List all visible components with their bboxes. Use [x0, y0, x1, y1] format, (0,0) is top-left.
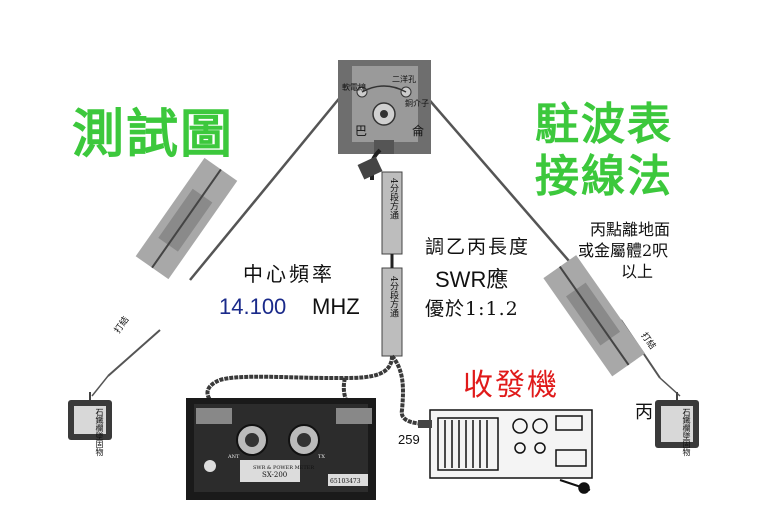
weight-right	[655, 392, 699, 448]
dipole-wire-right	[424, 94, 583, 277]
swr-meter	[186, 398, 376, 500]
meter-name: SWR & POWER METER	[253, 465, 314, 471]
height-note-line1: 丙點離地面	[590, 220, 671, 239]
balun-top-right-label: 二洋孔	[392, 75, 416, 84]
insulator-left	[135, 157, 238, 280]
coax-to-radio	[390, 354, 431, 426]
transceiver	[429, 409, 593, 494]
point-bing-label: 丙	[635, 402, 653, 423]
weight-left-label: 石鐵欄墜固物	[95, 408, 104, 456]
balun-side-label: 銅介子	[405, 99, 429, 108]
balun	[338, 60, 431, 154]
height-note-line2: 或金屬體2呎	[578, 241, 669, 260]
weight-left	[68, 392, 112, 440]
balun-label-right: 侖	[412, 124, 425, 138]
adjust-note-line1: 調乙丙長度	[425, 236, 531, 258]
title-wiring-method: 接線法	[535, 151, 673, 202]
center-frequency-value: 14.100	[219, 294, 287, 319]
meter-ant-label: ANT	[227, 454, 240, 460]
quarter-wave-label-2: 4分段方通	[388, 276, 398, 318]
meter-tx-label: TX	[318, 454, 325, 460]
center-frequency-unit: MHZ	[312, 294, 360, 319]
quarter-wave-label-1: 4分段方通	[388, 178, 398, 220]
adjust-note-line2: SWR應	[435, 267, 509, 292]
center-frequency-label: 中心頻率	[243, 262, 335, 286]
adjust-note-line3: 優於1:1.2	[425, 298, 519, 320]
balun-label-left: 巴	[355, 124, 368, 138]
balun-top-left-label: 軟電線	[342, 83, 366, 92]
meter-serial: 65103473	[330, 478, 361, 485]
insulator-right	[543, 255, 645, 377]
weight-right-label: 石鐵欄墜固物	[682, 408, 691, 456]
title-swr-meter: 駐波表	[535, 99, 673, 150]
transceiver-label: 收發機	[463, 368, 559, 403]
meter-model: SX-200	[262, 471, 287, 479]
guy-wire-left	[107, 329, 161, 377]
coax-to-meter	[205, 355, 394, 404]
height-note-line3: 以上	[621, 262, 654, 281]
coax-connector-label: 259	[398, 432, 420, 447]
dipole-wire-left	[189, 94, 343, 281]
title-test-diagram: 測試圖	[72, 104, 235, 165]
